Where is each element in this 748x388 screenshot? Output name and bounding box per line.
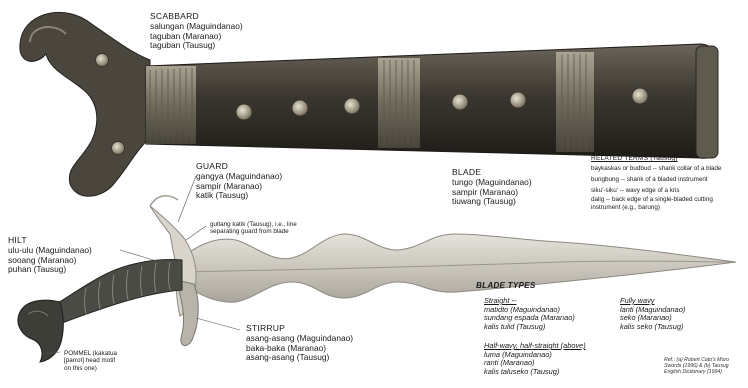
scabbard-band — [146, 66, 196, 144]
related-term: dalig -- back edge of a single-bladed cu… — [591, 196, 722, 204]
reference-line: English Dictionary (1994) — [664, 370, 729, 376]
guard-label: GUARD gangya (Maguindanao) sampir (Maran… — [196, 162, 282, 201]
scabbard-stud — [236, 104, 252, 120]
stirrup-term: asang-asang (Tausug) — [246, 353, 353, 363]
stirrup-label: STIRRUP asang-asang (Maguindanao) baka-b… — [246, 324, 353, 363]
related-term: baykaskas or budbud -- shank collar of a… — [591, 164, 722, 175]
blade-type-fully-wavy: Fully wavy lanti (Maguindanao) seko (Mar… — [620, 297, 685, 331]
blade-type-term: kalis taluseko (Tausug) — [484, 368, 586, 377]
scabbard-head — [20, 12, 150, 196]
blade-type-half-wavy: Half-wavy, half-straight (above) luma (M… — [484, 342, 586, 376]
blade-type-term: kalis tulid (Tausug) — [484, 323, 575, 332]
scabbard-label: SCABBARD salungan (Maguindanao) taguban … — [150, 12, 243, 51]
pommel-term: on this one) — [64, 365, 117, 372]
scabbard-stud — [96, 54, 109, 67]
pommel-term: [parrot] head motif — [64, 357, 117, 364]
blade-types: BLADE TYPES — [476, 281, 536, 291]
scabbard-stud — [344, 98, 360, 114]
gutlang-label: gutlang katik (Tausug), i.e., line separ… — [210, 221, 297, 236]
related-term: bungbung -- shank of a bladed instrument — [591, 175, 722, 186]
blade-type-term: kalis seko (Tausug) — [620, 323, 685, 332]
hilt-label: HILT ulu-ulu (Maguindanao) sooang (Maran… — [8, 236, 92, 275]
scabbard-term: taguban (Tausug) — [150, 41, 243, 51]
guard-term: katik (Tausug) — [196, 191, 282, 201]
scabbard-tip — [696, 46, 718, 158]
pommel-label: POMMEL (kakatua [parrot] head motif on t… — [64, 350, 117, 372]
blade-type-straight: Straight -- matidto (Maguindanao) sundan… — [484, 297, 575, 331]
related-term: instrument (e.g., barung) — [591, 204, 722, 212]
gutlang-term: separating guard from blade — [210, 228, 297, 235]
scabbard-stud — [112, 142, 125, 155]
blade-label: BLADE tungo (Maguindanao) sampir (Marana… — [452, 168, 532, 207]
scabbard-stud — [292, 100, 308, 116]
scabbard-stud — [510, 92, 526, 108]
related-terms: RELATED TERMS (Tausug) baykaskas or budb… — [591, 153, 722, 211]
blade-term: tiuwang (Tausug) — [452, 197, 532, 207]
scabbard-stud — [452, 94, 468, 110]
related-terms-title: RELATED TERMS (Tausug) — [591, 153, 722, 164]
pommel-term: POMMEL (kakatua — [64, 350, 117, 357]
blade-body — [176, 234, 736, 302]
gutlang-term: gutlang katik (Tausug), i.e., line — [210, 221, 297, 228]
hilt-term: puhan (Tausug) — [8, 265, 92, 275]
related-term: siku'-siku' -- wavy edge of a kris — [591, 186, 722, 197]
reference-note: Ref.: (a) Robert Cato's Moro Swords (199… — [664, 358, 729, 376]
scabbard-stud — [632, 88, 648, 104]
blade — [176, 234, 736, 302]
blade-types-title: BLADE TYPES — [476, 281, 536, 291]
scabbard-body — [146, 44, 718, 158]
